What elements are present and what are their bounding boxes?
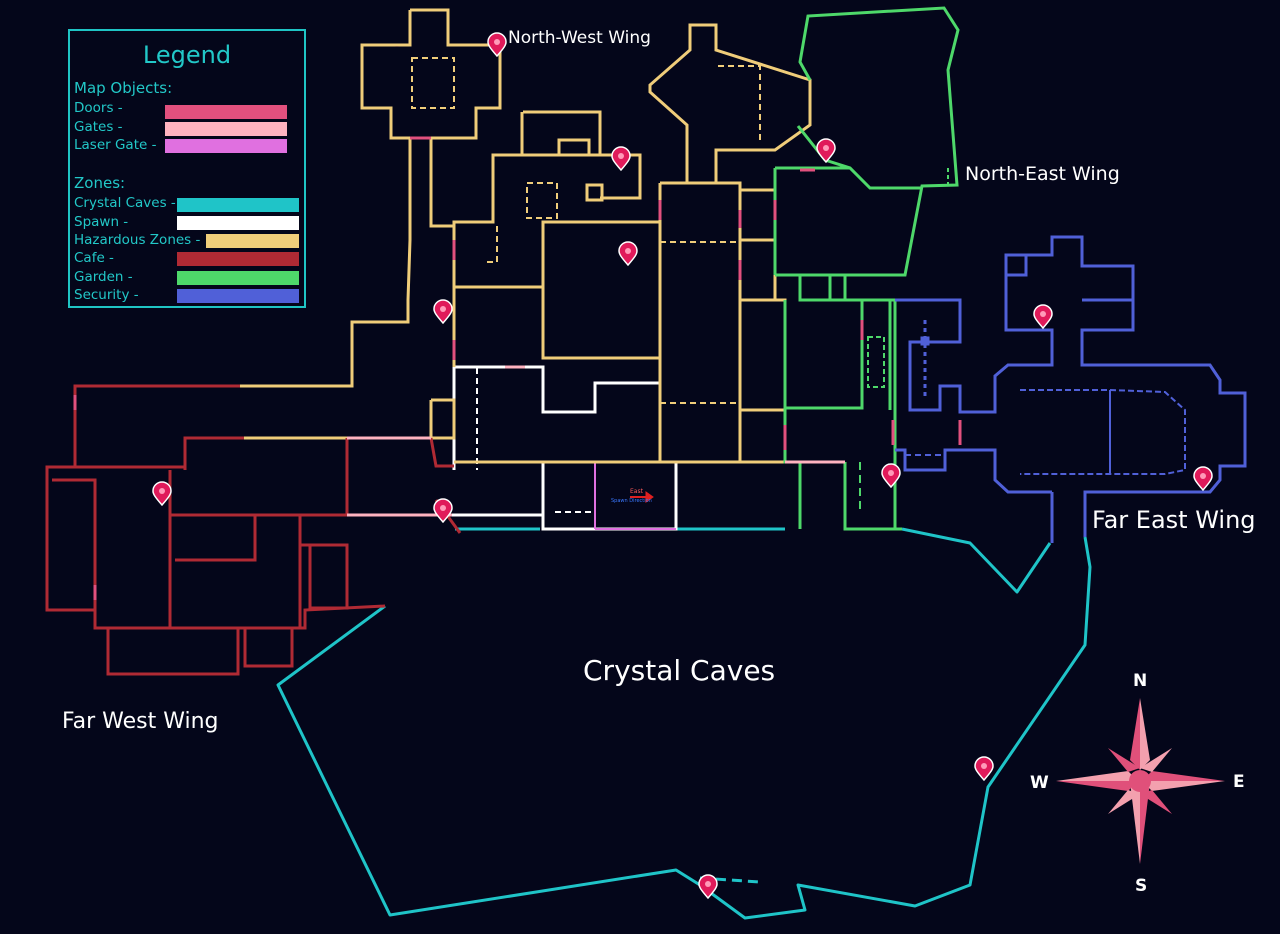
label-far-west-wing: Far West Wing — [62, 709, 219, 734]
location-pin — [433, 299, 453, 325]
legend-label-gates: Gates - — [74, 119, 123, 135]
legend-label-cafe: Cafe - — [74, 250, 114, 266]
location-pin — [487, 32, 507, 58]
compass-east-label: E — [1233, 772, 1245, 792]
zone-crystal-caves — [276, 527, 1092, 920]
location-pin — [1193, 466, 1213, 492]
legend-swatch-cafe — [177, 252, 299, 266]
spawn-direction-label: East — [630, 488, 643, 495]
legend-label-garden: Garden - — [74, 269, 133, 285]
map-gates — [347, 365, 845, 517]
legend-label-security: Security - — [74, 287, 139, 303]
compass-south-label: S — [1135, 876, 1148, 896]
legend-swatch-hazardous-zones — [206, 234, 299, 248]
compass-west-label: W — [1030, 773, 1049, 793]
location-pin — [816, 138, 836, 164]
legend-map-objects-heading: Map Objects: — [74, 79, 173, 97]
legend-label-hazardous-zones: Hazardous Zones - — [74, 232, 201, 248]
legend-zones-heading: Zones: — [74, 174, 126, 192]
location-pin — [698, 874, 718, 900]
map-doors — [73, 46, 962, 600]
location-pin — [611, 146, 631, 172]
legend-label-spawn: Spawn - — [74, 214, 129, 230]
location-pin — [433, 498, 453, 524]
label-north-east-wing: North-East Wing — [965, 163, 1120, 185]
location-pin — [618, 241, 638, 267]
label-crystal-caves: Crystal Caves — [583, 654, 776, 687]
label-far-east-wing: Far East Wing — [1092, 506, 1256, 534]
location-pins — [152, 32, 1213, 900]
zone-cafe — [45, 384, 462, 676]
spawn-direction-arrow — [630, 491, 654, 503]
legend-label-crystal-caves: Crystal Caves - — [74, 195, 176, 211]
legend-swatch-security — [177, 289, 299, 303]
legend-swatch-gates — [165, 122, 287, 136]
zone-garden — [773, 6, 960, 531]
label-north-west-wing: North-West Wing — [508, 28, 651, 48]
map-legend: Legend Map Objects: Doors - Gates - Lase… — [68, 29, 306, 308]
compass-rose — [1056, 698, 1225, 864]
legend-label-laser-gate: Laser Gate - — [74, 137, 157, 153]
legend-swatch-doors — [165, 105, 287, 119]
legend-swatch-laser-gate — [165, 139, 287, 153]
legend-title: Legend — [142, 41, 232, 69]
legend-label-doors: Doors - — [74, 100, 123, 116]
legend-swatch-garden — [177, 271, 299, 285]
compass-north-label: N — [1133, 671, 1148, 691]
legend-swatch-spawn — [177, 216, 299, 230]
zone-security — [895, 235, 1247, 543]
location-pin — [1033, 304, 1053, 330]
location-pin — [152, 481, 172, 507]
location-pin — [974, 756, 994, 782]
zone-spawn — [452, 365, 678, 531]
legend-swatch-crystal-caves — [177, 198, 299, 212]
spawn-direction-caption: Spawn Direction — [611, 498, 652, 504]
zone-hazardous — [240, 8, 812, 464]
location-pin — [881, 463, 901, 489]
